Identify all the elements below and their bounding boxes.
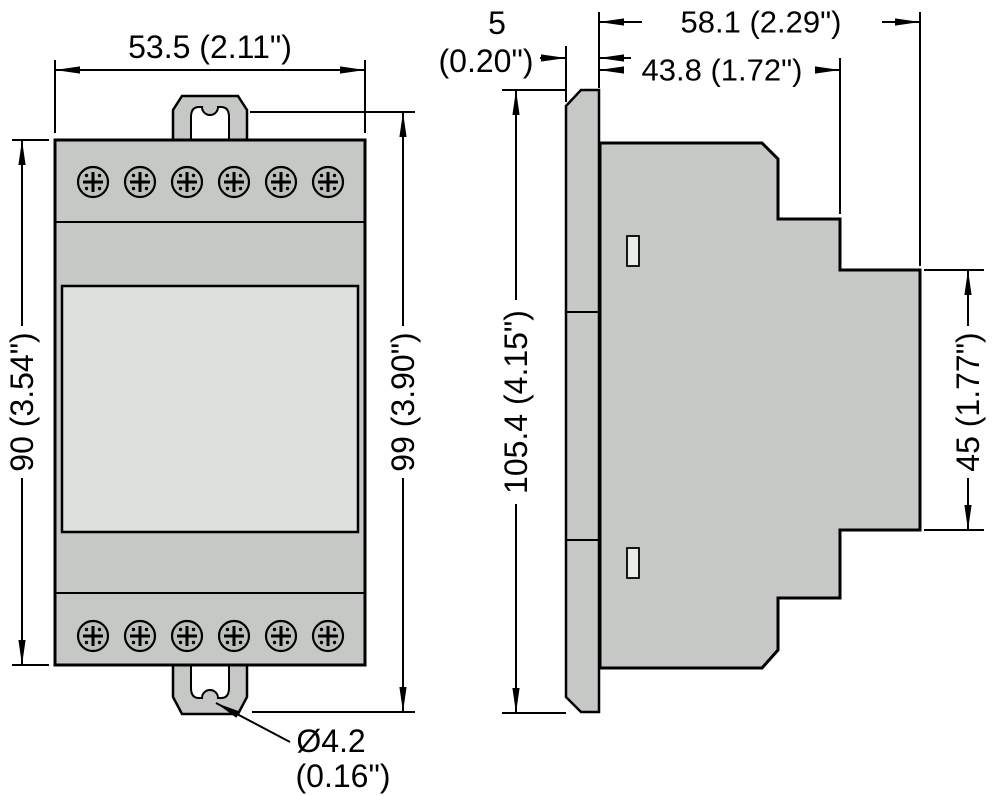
screw (123, 619, 157, 653)
side-body-profile (598, 141, 922, 670)
screw (76, 619, 110, 653)
dim-side-depth-total-label: 58.1 (2.29") (681, 5, 842, 40)
dim-side-height-total-label: 105.4 (4.15") (498, 310, 534, 494)
dim-clip-offset-label-line1: 5 (488, 5, 506, 41)
dim-side-front-height-label: 45 (1.77") (950, 332, 986, 471)
screw (264, 165, 298, 199)
dim-clip-offset-label-line2: (0.20") (439, 43, 534, 79)
front-view (53, 94, 367, 716)
side-view (564, 88, 922, 714)
screw (76, 165, 110, 199)
side-din-rail-plate (564, 88, 601, 714)
front-dimension-lines (12, 60, 415, 743)
screw (170, 619, 204, 653)
dim-hole-diameter-label-line2: (0.16") (296, 758, 391, 794)
side-clip-slot-lower (626, 547, 640, 579)
screw (217, 165, 251, 199)
screw (264, 619, 298, 653)
dim-front-width-label: 53.5 (2.11") (128, 29, 292, 65)
dim-front-height-total-label: 99 (3.90") (385, 332, 421, 471)
screw (217, 619, 251, 653)
dim-front-height-body-label: 90 (3.54") (4, 332, 40, 471)
screw (170, 165, 204, 199)
screw (123, 165, 157, 199)
dim-side-depth-body-label: 43.8 (1.72") (642, 53, 803, 88)
front-display-panel (60, 284, 360, 534)
side-dimension-lines (502, 12, 984, 714)
leader-line-hole-diameter (215, 702, 291, 743)
side-clip-slot-upper (626, 235, 640, 267)
dimension-labels: 53.5 (2.11") 90 (3.54") 99 (3.90") Ø4.2 … (4, 5, 986, 795)
dim-hole-diameter-label-line1: Ø4.2 (296, 723, 365, 759)
screw (311, 165, 345, 199)
screw (311, 619, 345, 653)
front-top-tab-slot (190, 106, 230, 141)
front-bottom-tab-slot (190, 664, 230, 699)
